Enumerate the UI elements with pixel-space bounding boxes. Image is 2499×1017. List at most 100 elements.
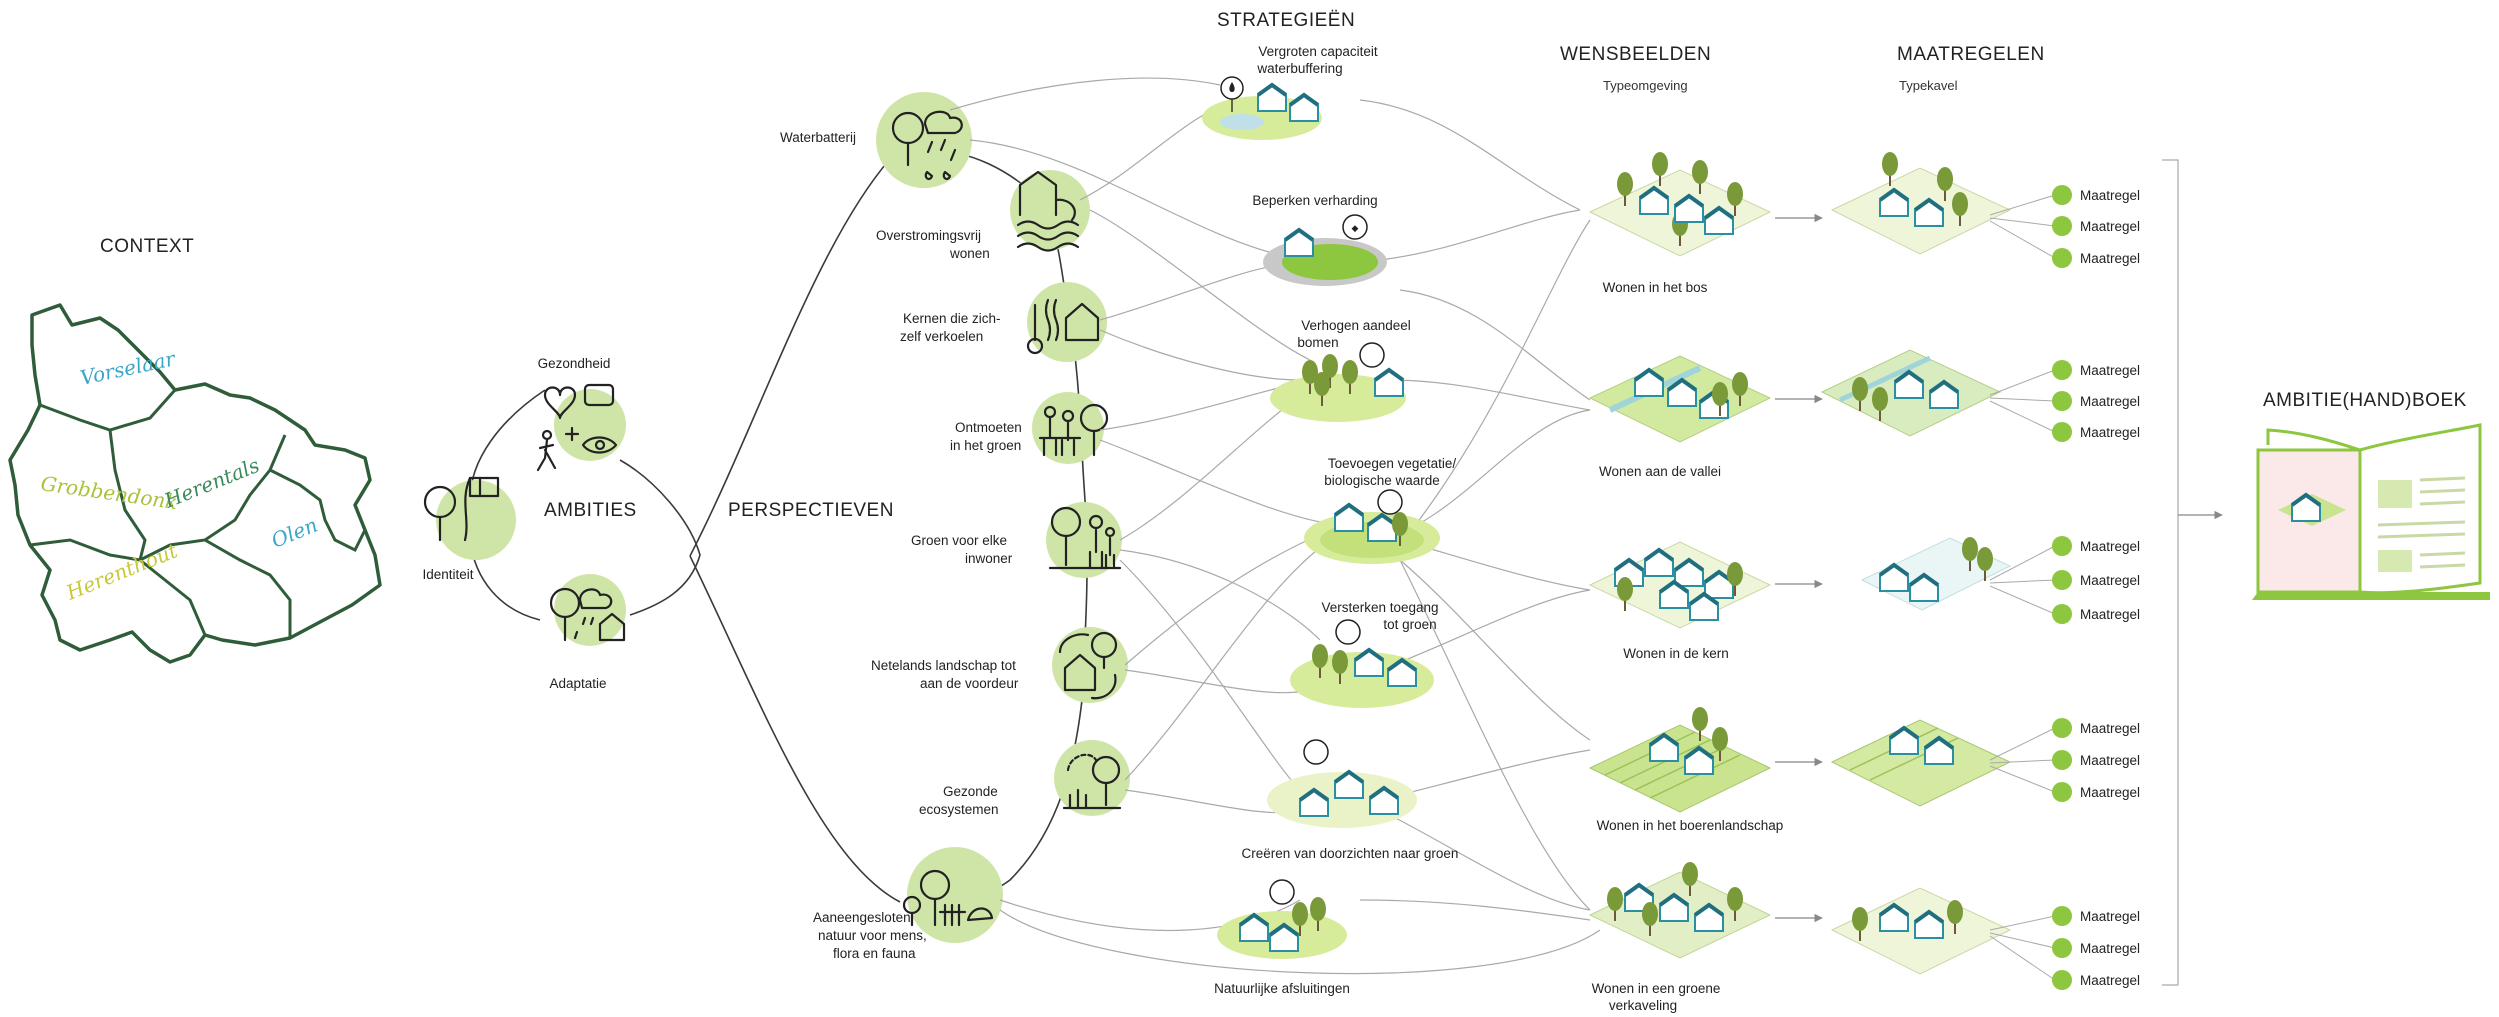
perspectief-netelands-1: Netelands landschap tot (871, 658, 1016, 673)
maatregel-item: Maatregel (2052, 185, 2140, 205)
svg-text:Maatregel: Maatregel (2080, 973, 2140, 988)
maatregel-item: Maatregel (2052, 536, 2140, 556)
svg-text:Maatregel: Maatregel (2080, 363, 2140, 378)
maatregel-list: Maatregel Maatregel Maatregel Maatregel … (2052, 185, 2140, 990)
map-outline (8, 303, 382, 664)
maatregel-item: Maatregel (2052, 604, 2140, 624)
wensbeeld-arrows (1775, 213, 1823, 923)
maatregel-connectors (1989, 194, 2056, 981)
heading-perspectieven: PERSPECTIEVEN (728, 500, 894, 521)
wensbeeld-kern-tile (1588, 541, 1772, 629)
svg-text:Maatregel: Maatregel (2080, 941, 2140, 956)
wensbeeld-verkaveling-1: Wonen in een groene (1592, 981, 1721, 996)
perspectieven-group: Waterbatterij Overstromingsvrij wonen Ke… (689, 92, 1130, 961)
tree-rain-house-icon (549, 587, 626, 642)
perspectief-groen-1: Groen voor elke (911, 533, 1007, 548)
handboek-icon (2252, 423, 2490, 600)
heading-wensbeelden-sub: Typeomgeving (1603, 78, 1688, 93)
heading-handboek: AMBITIE(HAND)BOEK (2263, 390, 2467, 411)
context-map: Vorselaar Grobbendonk Herentals Olen Her… (8, 303, 382, 664)
svg-text:Maatregel: Maatregel (2080, 753, 2140, 768)
wensbeeld-verkaveling-tile (1588, 861, 1772, 959)
maatregel-item: Maatregel (2052, 216, 2140, 236)
strategie-doorzichten: Creëren van doorzichten naar groen (1242, 846, 1459, 861)
svg-text:Maatregel: Maatregel (2080, 721, 2140, 736)
ambitie-gezondheid: Gezondheid (538, 356, 611, 371)
map-label-olen: Olen (268, 513, 321, 553)
svg-text:Maatregel: Maatregel (2080, 219, 2140, 234)
svg-text:Maatregel: Maatregel (2080, 188, 2140, 203)
strategie-vegetatie-2: biologische waarde (1324, 473, 1440, 488)
perspectief-kernen-1: Kernen die zich- (903, 311, 1001, 326)
people-bench-icon (1038, 403, 1109, 457)
maatregel-item: Maatregel (2052, 360, 2140, 380)
wensbeeld-boerenlandschap: Wonen in het boerenlandschap (1597, 818, 1784, 833)
map-label-herenthout: Herenthout (62, 538, 182, 605)
svg-text:Maatregel: Maatregel (2080, 607, 2140, 622)
maatregel-item: Maatregel (2052, 248, 2140, 268)
strategie-afsluitingen: Natuurlijke afsluitingen (1214, 981, 1350, 996)
svg-text:Maatregel: Maatregel (2080, 909, 2140, 924)
perspectief-ontmoeten-2: in het groen (950, 438, 1021, 453)
handboek-bracket (2162, 159, 2223, 986)
heading-ambities: AMBITIES (544, 500, 637, 521)
maatregel-item: Maatregel (2052, 422, 2140, 442)
strategieen-group: Vergroten capaciteit waterbuffering ◆ Be… (1202, 44, 1458, 996)
maatregel-item: Maatregel (2052, 938, 2140, 958)
perspectief-aaneengesloten-1: Aaneengesloten (813, 910, 911, 925)
maatregel-item: Maatregel (2052, 970, 2140, 990)
map-label-vorselaar: Vorselaar (78, 346, 178, 390)
ambitie-adaptatie: Adaptatie (549, 676, 606, 691)
wensbeeld-bos-tile (1588, 151, 1772, 257)
tree-flag-icon (423, 476, 500, 542)
maatregelen-tiles (1820, 151, 2012, 975)
heading-wensbeelden: WENSBEELDEN (1560, 44, 1711, 65)
svg-text:Maatregel: Maatregel (2080, 539, 2140, 554)
maatregel-item: Maatregel (2052, 570, 2140, 590)
wensbeeld-verkaveling-2: verkaveling (1609, 998, 1677, 1013)
maatregel-item: Maatregel (2052, 750, 2140, 770)
perspectief-netelands-2: aan de voordeur (920, 676, 1019, 691)
heart-eye-icon (536, 383, 618, 472)
maatregel-item: Maatregel (2052, 718, 2140, 738)
wensbeeld-vallei-tile (1588, 355, 1772, 443)
house-waves-icon (1016, 170, 1080, 252)
heading-strategieen: STRATEGIEËN (1217, 10, 1355, 31)
svg-text:Maatregel: Maatregel (2080, 394, 2140, 409)
strategie-bomen-2: bomen (1297, 335, 1338, 350)
strategie-toegang-2: tot groen (1383, 617, 1436, 632)
house-tree-arrows-icon (1058, 631, 1118, 700)
perspectief-kernen-2: zelf verkoelen (900, 329, 983, 344)
heading-context: CONTEXT (100, 236, 194, 257)
wensbeelden-group: Wonen in het bos Wonen aan de vallei Won… (1588, 151, 1784, 1013)
perspectief-overstromingsvrij-2: wonen (949, 246, 990, 261)
svg-text:Maatregel: Maatregel (2080, 573, 2140, 588)
heading-maatregelen-sub: Typekavel (1899, 78, 1958, 93)
strategie-waterbuffering-1: Vergroten capaciteit (1258, 44, 1378, 59)
strategie-waterbuffering-2: waterbuffering (1256, 61, 1342, 76)
ambities-ring: Gezondheid Identiteit Adaptatie (422, 356, 701, 691)
perspectief-gezonde-2: ecosystemen (919, 802, 999, 817)
wensbeeld-bos: Wonen in het bos (1603, 280, 1708, 295)
perspectief-aaneengesloten-3: flora en fauna (833, 946, 916, 961)
strategie-toegang-1: Versterken toegang (1321, 600, 1438, 615)
tree-family-icon (1048, 506, 1122, 570)
svg-text:Maatregel: Maatregel (2080, 251, 2140, 266)
strategie-bomen-1: Verhogen aandeel (1301, 318, 1411, 333)
heading-maatregelen: MAATREGELEN (1897, 44, 2045, 65)
svg-text:◆: ◆ (1352, 223, 1359, 233)
perspectief-ontmoeten-1: Ontmoeten (955, 420, 1022, 435)
ecosystem-tree-icon (1062, 753, 1122, 810)
perspectief-groen-2: inwoner (965, 551, 1013, 566)
perspectief-waterbatterij: Waterbatterij (780, 130, 856, 145)
maatregel-item: Maatregel (2052, 906, 2140, 926)
map-label-grobbendonk: Grobbendonk (39, 471, 179, 514)
perspectief-overstromingsvrij-1: Overstromingsvrij (876, 228, 981, 243)
strategie-vegetatie-1: Toevoegen vegetatie/ (1328, 456, 1457, 471)
strategie-verharding: Beperken verharding (1252, 193, 1377, 208)
maatregel-item: Maatregel (2052, 782, 2140, 802)
map-label-herentals: Herentals (160, 453, 263, 513)
nature-fence-tree-icon (902, 869, 994, 927)
wensbeeld-boerenlandschap-tile (1588, 706, 1772, 813)
thermometer-house-icon (1026, 298, 1100, 355)
